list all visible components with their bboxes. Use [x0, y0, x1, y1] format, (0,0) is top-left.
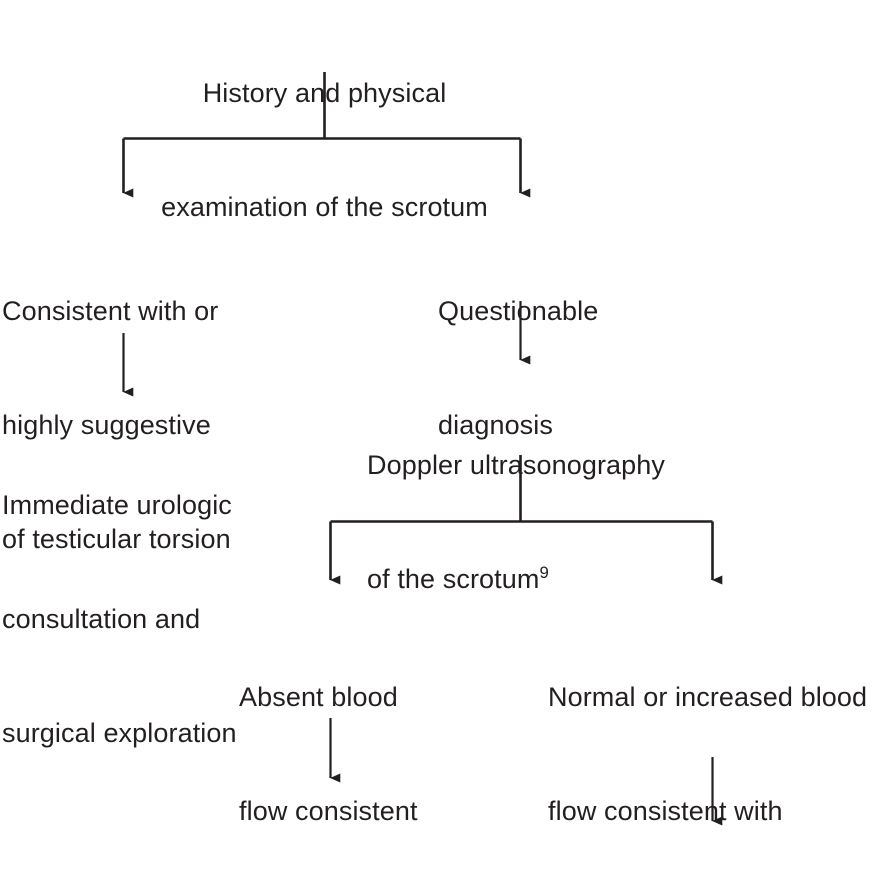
node-normal-flow-line-2: flow consistent with [548, 796, 783, 826]
node-immediate-surgical-exploration: Immediate surgical exploration [212, 791, 492, 871]
node-absent-flow-line-2: flow consistent [239, 796, 418, 826]
node-doppler-line-2: of the scrotum9 [367, 560, 707, 598]
node-no-further-testing: No further testing needed [548, 829, 879, 871]
node-questionable-diagnosis: Questionable diagnosis [438, 216, 698, 520]
node-questionable-line-1: Questionable [438, 296, 599, 326]
node-doppler-footnote-marker: 9 [539, 563, 549, 582]
node-consistent-line-3: of testicular torsion [2, 524, 231, 554]
node-immediate-urologic-line-3: surgical exploration [2, 718, 237, 748]
node-consistent-line-1: Consistent with or [2, 296, 219, 326]
node-immediate-urologic: Immediate urologic consultation and surg… [2, 410, 312, 828]
node-history: History and physical examination of the … [118, 0, 531, 302]
node-history-line-1: History and physical [202, 78, 447, 108]
node-immediate-urologic-line-2: consultation and [2, 604, 201, 634]
node-doppler-line-1: Doppler ultrasonography [367, 450, 665, 480]
node-consistent-line-2: highly suggestive [2, 410, 211, 440]
node-history-line-2: examination of the scrotum [161, 192, 488, 222]
node-doppler-line-2-text: of the scrotum [367, 564, 540, 594]
node-doppler-ultrasonography: Doppler ultrasonography of the scrotum9 [367, 370, 707, 674]
node-absent-flow-line-1: Absent blood [239, 682, 398, 712]
node-questionable-line-2: diagnosis [438, 410, 553, 440]
node-consistent-with-torsion: Consistent with or highly suggestive of … [2, 216, 302, 634]
node-immediate-urologic-line-1: Immediate urologic [2, 490, 232, 520]
node-immediate-surgical-line-1: Immediate surgical [212, 867, 492, 871]
node-normal-flow-line-1: Normal or increased blood [548, 682, 868, 712]
node-absent-blood-flow: Absent blood flow consistent with torsio… [239, 602, 489, 871]
node-normal-blood-flow: Normal or increased blood flow consisten… [548, 602, 879, 871]
